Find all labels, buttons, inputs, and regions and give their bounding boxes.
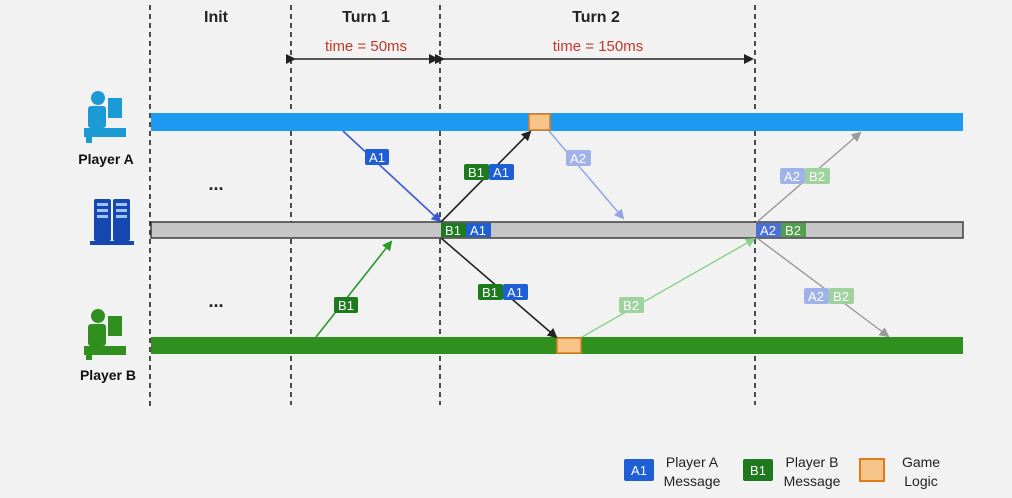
tag-a2b2-to-player-a: A2 B2: [780, 168, 830, 184]
svg-text:B2: B2: [623, 298, 639, 313]
legend-game-logic: Game Logic: [859, 454, 940, 489]
tag-b1a1-to-player-a: B1 A1: [464, 164, 514, 180]
svg-text:Logic: Logic: [904, 473, 937, 489]
tag-a2b2-to-player-b: A2 B2: [804, 288, 854, 304]
column-label-init: Init: [204, 9, 229, 26]
svg-text:A1: A1: [470, 223, 486, 238]
player-b-icon: [84, 309, 126, 360]
svg-text:A2: A2: [760, 223, 776, 238]
column-label-turn1: Turn 1: [342, 9, 390, 26]
player-a-label: Player A: [78, 151, 134, 167]
arrow-a1-to-server: [342, 130, 442, 223]
svg-text:B1: B1: [468, 165, 484, 180]
tag-b1a1-to-player-b: B1 A1: [478, 284, 528, 300]
svg-text:A1: A1: [369, 150, 385, 165]
tag-b1-in-transit: B1: [334, 297, 358, 313]
svg-text:B1: B1: [338, 298, 354, 313]
player-b-label: Player B: [80, 367, 136, 383]
svg-text:A2: A2: [570, 151, 586, 166]
svg-text:B2: B2: [785, 223, 801, 238]
legend: A1 Player A Message B1 Player B Message …: [624, 454, 940, 489]
svg-text:Player B: Player B: [786, 454, 839, 470]
svg-text:B1: B1: [750, 463, 766, 478]
game-logic-player-b: [556, 337, 582, 354]
player-a-icon: [84, 91, 126, 143]
legend-swatch-a: [624, 459, 654, 481]
tag-a2b2-on-server: A2 B2: [756, 223, 806, 238]
arrow-a2-to-server: [548, 130, 625, 220]
svg-text:Message: Message: [784, 473, 841, 489]
tag-b1a1-on-server: B1 A1: [441, 223, 491, 238]
svg-text:A2: A2: [784, 169, 800, 184]
ellipsis-lower: ...: [208, 291, 223, 311]
arrow-b2-to-server: [581, 238, 756, 338]
time-label-turn1: time = 50ms: [325, 38, 407, 55]
tag-a2-in-transit: A2: [566, 150, 591, 166]
svg-text:A1: A1: [507, 285, 523, 300]
player-a-timeline: [151, 113, 963, 131]
legend-swatch-game: [859, 458, 885, 482]
server-icon: [90, 199, 134, 245]
tag-a1-in-transit: A1: [365, 149, 389, 165]
svg-text:Player A: Player A: [666, 454, 719, 470]
svg-text:B1: B1: [445, 223, 461, 238]
legend-player-a-message: A1 Player A Message: [624, 454, 721, 489]
arrow-b1-to-server: [315, 240, 393, 338]
svg-text:Game: Game: [902, 454, 940, 470]
server-timeline: [150, 221, 964, 239]
ellipsis-upper: ...: [208, 174, 223, 194]
svg-text:B1: B1: [482, 285, 498, 300]
svg-text:B2: B2: [809, 169, 825, 184]
game-logic-player-a: [528, 113, 551, 131]
svg-text:A2: A2: [808, 289, 824, 304]
tag-b2-in-transit: B2: [619, 297, 644, 313]
arrow-state2-to-player-b: [756, 237, 890, 338]
legend-swatch-b: [743, 459, 773, 481]
legend-player-b-message: B1 Player B Message: [743, 454, 841, 489]
time-label-turn2: time = 150ms: [553, 38, 643, 55]
svg-text:B2: B2: [833, 289, 849, 304]
svg-text:Message: Message: [664, 473, 721, 489]
svg-text:A1: A1: [493, 165, 509, 180]
svg-text:A1: A1: [631, 463, 647, 478]
column-label-turn2: Turn 2: [572, 9, 620, 26]
